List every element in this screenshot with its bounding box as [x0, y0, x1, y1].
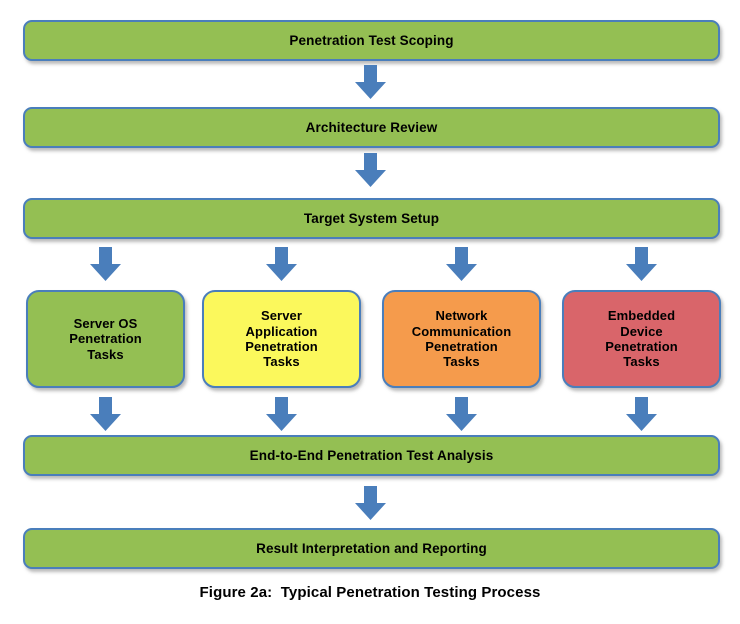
- node-embedded-device-penetration-tasks[interactable]: Embedded Device Penetration Tasks: [562, 290, 721, 388]
- node-architecture-review[interactable]: Architecture Review: [23, 107, 720, 148]
- node-server-application-penetration-tasks[interactable]: Server Application Penetration Tasks: [202, 290, 361, 388]
- node-label: Server Application Penetration Tasks: [245, 308, 318, 370]
- node-label: Embedded Device Penetration Tasks: [605, 308, 678, 370]
- node-result-interpretation-and-reporting[interactable]: Result Interpretation and Reporting: [23, 528, 720, 569]
- node-label: End-to-End Penetration Test Analysis: [249, 447, 494, 463]
- arrow-architecture-to-setup: [355, 153, 386, 187]
- arrow-setup-to-embedded-device: [626, 247, 657, 281]
- arrow-server-os-to-analysis: [90, 397, 121, 431]
- node-penetration-test-scoping[interactable]: Penetration Test Scoping: [23, 20, 720, 61]
- node-network-communication-penetration-tasks[interactable]: Network Communication Penetration Tasks: [382, 290, 541, 388]
- node-label: Result Interpretation and Reporting: [256, 540, 487, 556]
- arrow-setup-to-server-application: [266, 247, 297, 281]
- arrow-scoping-to-architecture: [355, 65, 386, 99]
- arrow-setup-to-server-os: [90, 247, 121, 281]
- arrow-analysis-to-reporting: [355, 486, 386, 520]
- arrow-network-communication-to-analysis: [446, 397, 477, 431]
- node-server-os-penetration-tasks[interactable]: Server OS Penetration Tasks: [26, 290, 185, 388]
- node-label: Architecture Review: [305, 119, 438, 135]
- node-end-to-end-penetration-test-analysis[interactable]: End-to-End Penetration Test Analysis: [23, 435, 720, 476]
- node-label: Server OS Penetration Tasks: [69, 316, 142, 362]
- node-label: Target System Setup: [303, 210, 440, 226]
- figure-caption: Figure 2a: Typical Penetration Testing P…: [199, 584, 541, 601]
- node-label: Network Communication Penetration Tasks: [411, 308, 512, 370]
- arrow-setup-to-network-communication: [446, 247, 477, 281]
- arrow-server-application-to-analysis: [266, 397, 297, 431]
- node-label: Penetration Test Scoping: [289, 32, 454, 48]
- arrow-embedded-device-to-analysis: [626, 397, 657, 431]
- node-target-system-setup[interactable]: Target System Setup: [23, 198, 720, 239]
